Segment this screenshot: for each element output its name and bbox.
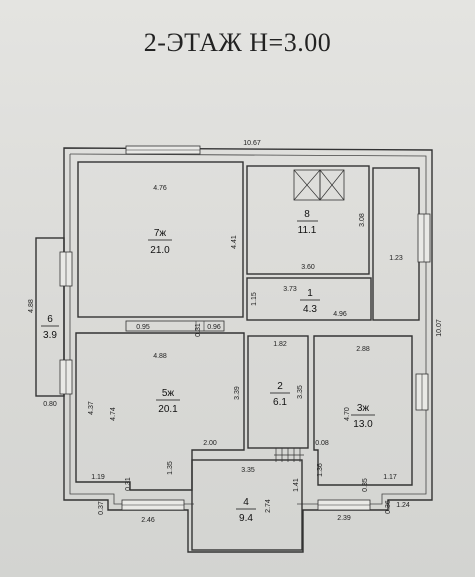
dimension-labels-vertical: 4.41 3.08 1.15 4.88 0.31 10.07 4.37 4.74…	[28, 213, 443, 515]
vent-ducts	[293, 169, 345, 201]
room-3-outline	[313, 335, 413, 486]
dim-left-bot-c: 1.35	[167, 461, 174, 475]
dim-r2-width: 1.82	[273, 341, 287, 348]
dim-r8-width: 3.60	[301, 264, 315, 271]
room-6-area: 3.9	[43, 330, 57, 341]
room-7-outline	[77, 161, 244, 318]
dimension-labels: 10.67 4.76 3.60 1.23 3.73 4.96 0.95 0.96…	[43, 140, 410, 524]
dim-r3-depth: 4.70	[344, 407, 351, 421]
dim-r5-depth-inner: 4.74	[110, 407, 117, 421]
room-4-area: 9.4	[239, 513, 253, 524]
dim-right-bot-b: 1.24	[396, 502, 410, 509]
dim-r2-depth: 3.35	[297, 385, 304, 399]
dim-r7-depth: 4.41	[231, 235, 238, 249]
room-label-3: 3ж 13.0	[351, 403, 375, 430]
room-label-1: 1 4.3	[300, 288, 320, 315]
room-label-2: 2 6.1	[270, 381, 290, 408]
dim-r1-width: 4.96	[333, 311, 347, 318]
dim-r3-step-a: 0.08	[315, 440, 329, 447]
room-1-outline	[246, 277, 372, 321]
dim-left-bot-b: 0.31	[125, 477, 132, 491]
dim-r7-width: 4.76	[153, 185, 167, 192]
dim-total-width: 10.67	[243, 140, 261, 147]
room-3-area: 13.0	[353, 419, 373, 430]
dim-r3-step-d: 1.17	[383, 474, 397, 481]
dim-right-bot-width: 2.39	[337, 515, 351, 522]
dim-total-depth: 10.07	[436, 319, 443, 337]
room-8-area: 11.1	[298, 225, 317, 236]
room-8-number: 8	[304, 209, 310, 220]
room-2-number: 2	[277, 381, 283, 392]
dim-r1-left: 3.73	[283, 286, 297, 293]
room-label-6: 6 3.9	[41, 314, 59, 341]
dim-balcony-length: 4.88	[28, 299, 35, 313]
room-5-area: 20.1	[158, 404, 178, 415]
dim-left-bot-d: 0.37	[98, 501, 105, 515]
dim-left-bot-a: 1.19	[91, 474, 105, 481]
room-1-area: 4.3	[303, 304, 317, 315]
balcony-6-outline	[35, 237, 65, 397]
dim-door-c: 0.96	[207, 324, 221, 331]
dim-right-bot-a: 0.36	[385, 500, 392, 514]
room-7-number: 7ж	[154, 228, 167, 239]
dim-r8-depth: 3.08	[359, 213, 366, 227]
dim-r5-step: 2.00	[203, 440, 217, 447]
room-label-7: 7ж 21.0	[148, 228, 172, 256]
dim-r4-side: 1.41	[293, 478, 300, 492]
dim-left-bot-width: 2.46	[141, 517, 155, 524]
room-3-number: 3ж	[357, 403, 370, 414]
room-4-outline	[191, 459, 303, 551]
dim-r5-depth-right: 3.39	[234, 386, 241, 400]
room-4-number: 4	[243, 497, 249, 508]
dim-r1-depth: 1.15	[251, 292, 258, 306]
dim-right-col: 1.23	[389, 255, 403, 262]
room-7-area: 21.0	[150, 245, 170, 256]
room-6-number: 6	[47, 314, 53, 325]
dim-door-a: 0.95	[136, 324, 150, 331]
room-8-outline	[246, 165, 370, 275]
dim-r5-depth-left: 4.37	[88, 401, 95, 415]
room-label-5: 5ж 20.1	[156, 388, 180, 415]
door-strip	[125, 320, 225, 332]
room-1-number: 1	[307, 288, 313, 299]
room-label-8: 8 11.1	[297, 209, 318, 236]
dim-balcony-width: 0.80	[43, 401, 57, 408]
room-2-outline	[247, 335, 309, 449]
window-marks	[59, 145, 431, 511]
dim-r3-width: 2.88	[356, 346, 370, 353]
dim-r4-width: 3.35	[241, 467, 255, 474]
dim-door-b: 0.31	[195, 323, 202, 337]
dim-r5-width: 4.88	[153, 353, 167, 360]
dim-r4-depth: 2.74	[265, 499, 272, 513]
stair-hatch	[274, 448, 304, 462]
room-label-4: 4 9.4	[236, 497, 256, 524]
plan-title: 2-ЭТАЖ H=3.00	[143, 28, 332, 57]
room-2-area: 6.1	[273, 397, 287, 408]
room-right-column-outline	[372, 167, 420, 321]
room-5-number: 5ж	[162, 388, 175, 399]
dim-r3-step-c: 0.35	[362, 478, 369, 492]
dim-r3-step-b: 1.36	[317, 463, 324, 477]
